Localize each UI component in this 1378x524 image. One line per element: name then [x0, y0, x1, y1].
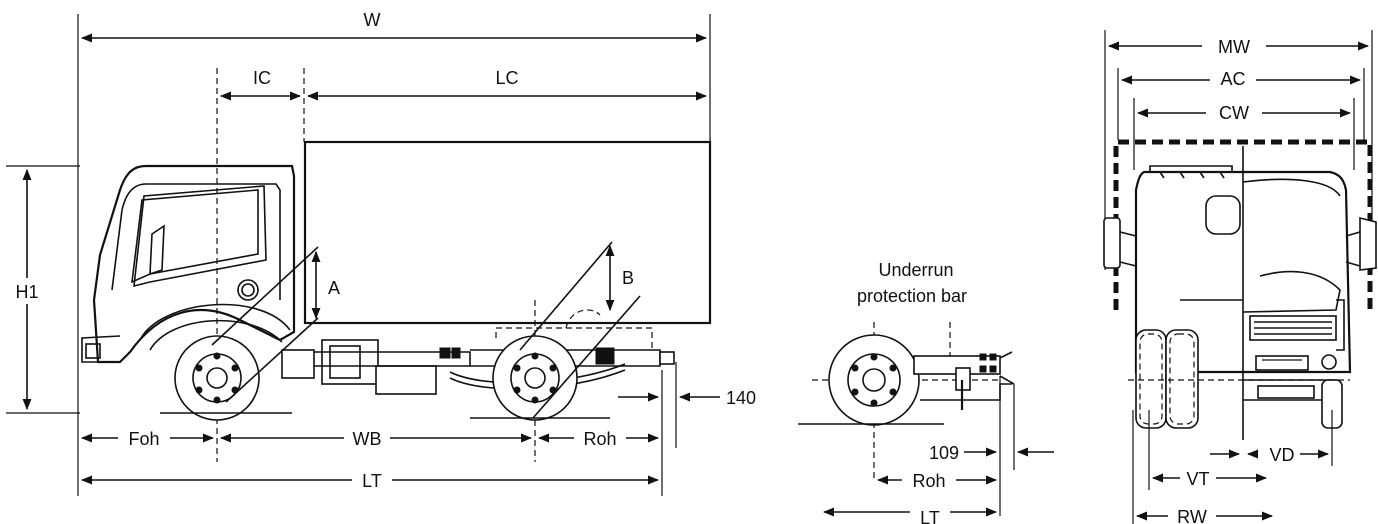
- rear-wheel: [492, 335, 578, 421]
- lt-label: LT: [362, 471, 382, 491]
- b-label: B: [622, 268, 634, 288]
- wb-label: WB: [353, 429, 382, 449]
- vt-label: VT: [1186, 469, 1209, 489]
- a-label: A: [328, 278, 340, 298]
- chassis: [281, 309, 675, 395]
- cw-label: CW: [1219, 103, 1249, 123]
- ic-label: IC: [253, 68, 271, 88]
- underrun-detail-view: Underrun protection bar: [798, 260, 1054, 524]
- underrun-caption-line2: protection bar: [857, 286, 967, 306]
- h1-label: H1: [15, 282, 38, 302]
- front-view: MW AC CW: [1103, 30, 1377, 524]
- front-cargo-outline: [1113, 139, 1373, 310]
- front-tires: [1135, 329, 1343, 429]
- vd-label: VD: [1269, 445, 1294, 465]
- ac-label: AC: [1220, 69, 1245, 89]
- front-cab: [1134, 146, 1352, 440]
- approach-angle-line-1: [211, 246, 319, 346]
- mirror-right: [1345, 216, 1377, 271]
- w-label: W: [364, 10, 381, 30]
- foh-label: Foh: [128, 429, 159, 449]
- cab: [81, 164, 296, 364]
- detail-wheel: [828, 334, 920, 426]
- mw-label: MW: [1218, 37, 1250, 57]
- dim-140-label: 140: [726, 388, 756, 408]
- rw-label: RW: [1177, 507, 1207, 524]
- side-view: W IC LC H1: [6, 6, 756, 496]
- mirror-left: [1103, 217, 1137, 269]
- departure-angle-line-1: [519, 241, 613, 351]
- front-wheel: [174, 335, 260, 421]
- cargo-box: [303, 140, 712, 325]
- detail-roh-label: Roh: [912, 471, 945, 491]
- lc-label: LC: [495, 68, 518, 88]
- approach-angle-line-2: [225, 317, 319, 403]
- underrun-caption-line1: Underrun: [878, 260, 953, 280]
- detail-lt-label: LT: [920, 508, 940, 524]
- dim-109-label: 109: [929, 443, 959, 463]
- departure-angle-line-2: [532, 295, 641, 419]
- roh-label: Roh: [583, 429, 616, 449]
- detail-underrun-bar: [913, 351, 1015, 410]
